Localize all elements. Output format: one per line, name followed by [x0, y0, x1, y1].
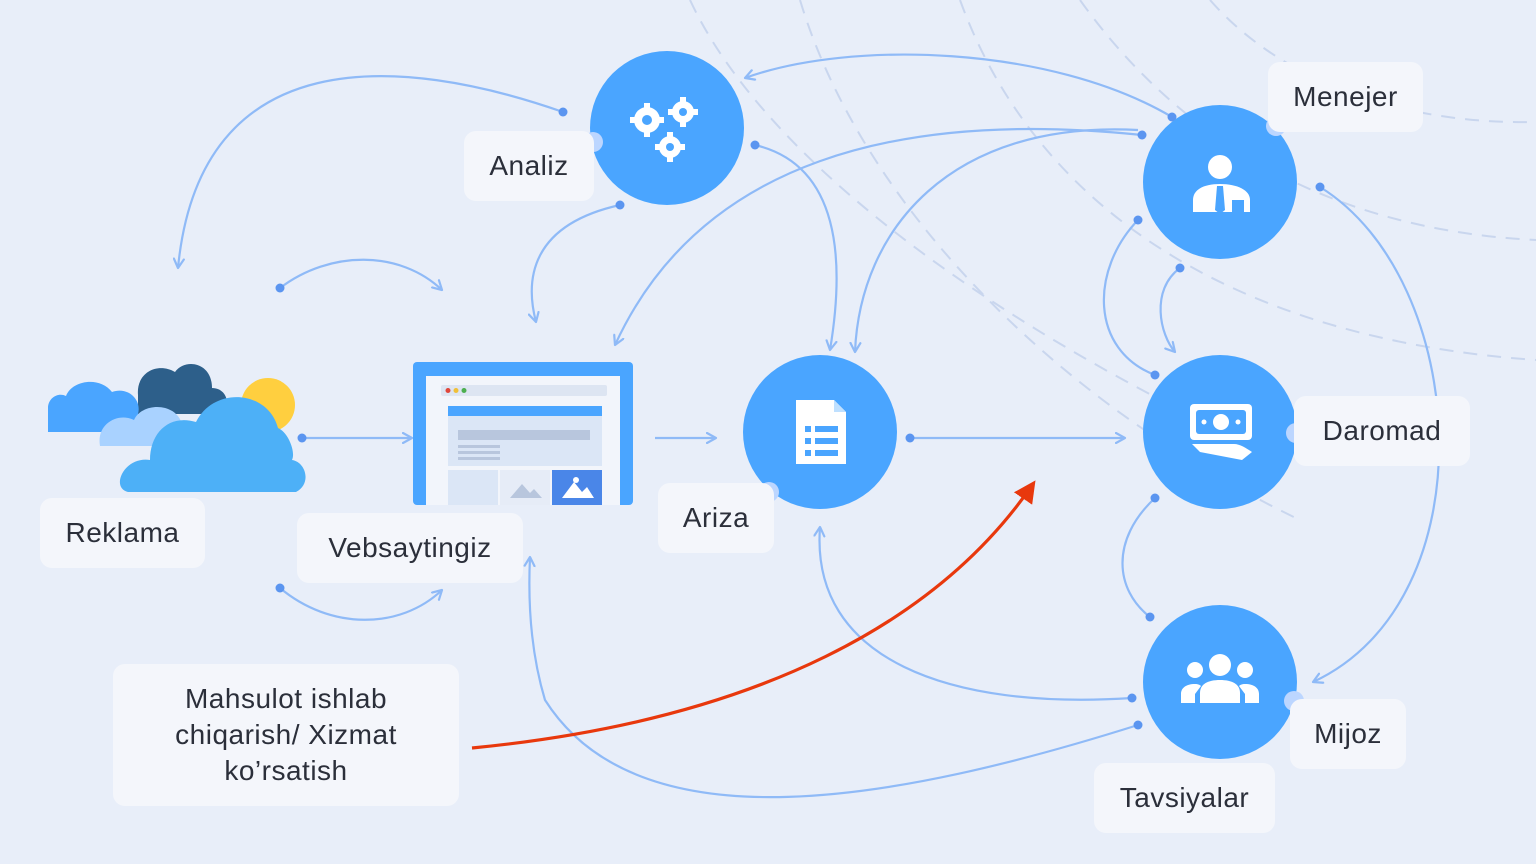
- arrow-analiz-to-vebsayt: [532, 203, 621, 322]
- background-arcs: [689, 0, 1536, 521]
- arrow-menejer-to-vebsayt: [615, 127, 1143, 345]
- connector-dots: [275, 107, 1325, 730]
- mijoz-node: [1143, 605, 1297, 759]
- label-reklama: Reklama: [40, 498, 205, 568]
- label-daromad: Daromad: [1294, 396, 1470, 466]
- customers-group-icon: [1181, 654, 1259, 703]
- daromad-node: [1143, 355, 1297, 509]
- arrow-menejer-to-daromad: [1159, 267, 1181, 352]
- analiz-node: [590, 51, 744, 205]
- gears-icon: [630, 97, 698, 162]
- highlight-arrow-mahsulot-to-flow: [471, 480, 1036, 750]
- label-mijoz: Mijoz: [1290, 699, 1406, 769]
- arrow-mijoz-to-ariza: [819, 527, 1133, 701]
- label-mahsulot-xizmat: Mahsulot ishlab chiqarish/ Xizmat ko’rsa…: [113, 664, 459, 806]
- label-analiz: Analiz: [464, 131, 594, 201]
- arrow-reklama-loop-top: [279, 258, 442, 290]
- label-menejer: Menejer: [1268, 62, 1423, 132]
- label-tavsiyalar: Tavsiyalar: [1094, 763, 1275, 833]
- money-hand-icon: [1190, 404, 1252, 460]
- label-ariza: Ariza: [658, 483, 774, 553]
- arrow-tavsiyalar-to-vebsayt: [529, 557, 1139, 799]
- arrow-menejer-to-analiz: [745, 53, 1173, 118]
- form-document-icon: [796, 400, 846, 464]
- menejer-node: [1143, 105, 1297, 259]
- clouds-sun-icon: [48, 364, 306, 492]
- arrow-menejer-to-ariza: [855, 128, 1139, 352]
- label-vebsaytingiz: Vebsaytingiz: [297, 513, 523, 583]
- arrow-analiz-to-ariza: [754, 143, 838, 350]
- arrow-menejer-daromad-left: [1102, 219, 1156, 377]
- arrow-reklama-loop-bottom: [279, 587, 442, 621]
- arrow-daromad-to-mijoz: [1121, 497, 1156, 618]
- arrow-analiz-to-reklama: [178, 75, 564, 268]
- website-browser-icon: [413, 362, 633, 505]
- ariza-node: [743, 355, 897, 509]
- connector-arrows: [178, 53, 1441, 799]
- manager-person-icon: [1193, 155, 1250, 214]
